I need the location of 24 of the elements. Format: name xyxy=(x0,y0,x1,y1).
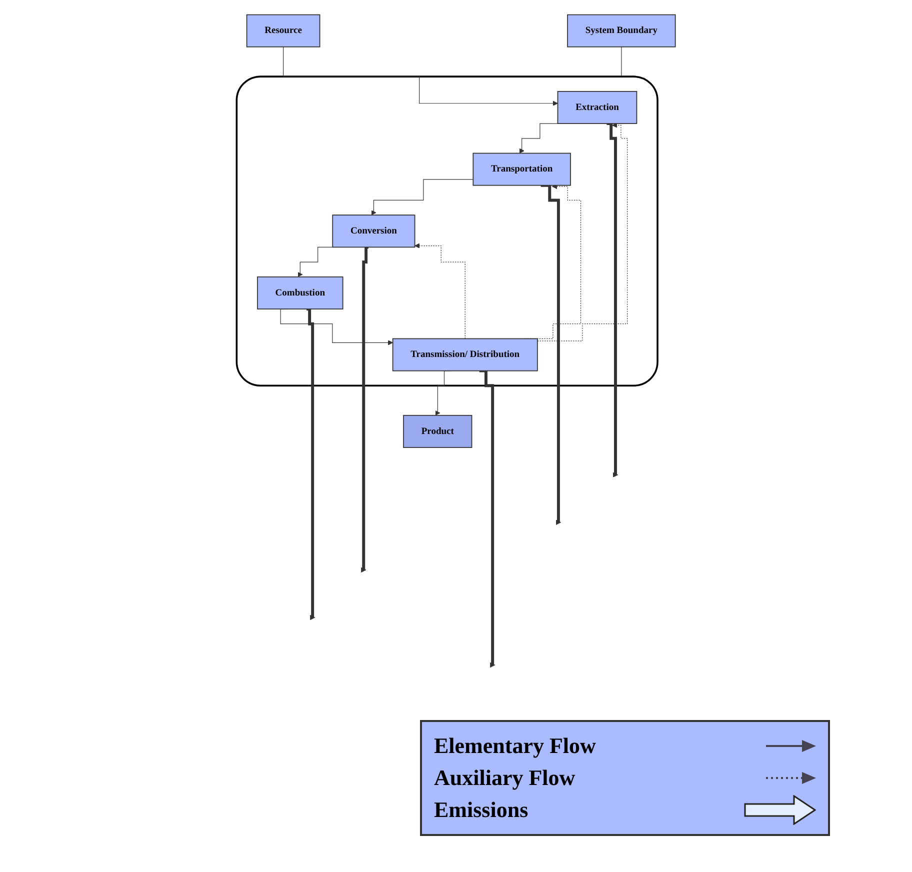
arrow xyxy=(280,308,394,346)
arrow xyxy=(414,243,466,339)
node-box: Product xyxy=(403,414,472,448)
arrow xyxy=(371,179,474,216)
node-box: System Boundary xyxy=(567,14,676,48)
arrow xyxy=(306,308,316,620)
arrow xyxy=(361,246,370,573)
node-box: Transmission/ Distribution xyxy=(392,338,538,372)
node-box: Resource xyxy=(246,14,320,48)
node-box: Conversion xyxy=(332,214,416,248)
arrow xyxy=(479,369,496,668)
node-box: Transportation xyxy=(472,152,571,186)
legend-text: Auxiliary Flow xyxy=(434,765,576,791)
arrow xyxy=(606,122,618,478)
legend-text: Emissions xyxy=(434,797,528,823)
arrow xyxy=(537,122,628,342)
arrow xyxy=(540,184,562,525)
legend-text: Elementary Flow xyxy=(434,733,596,759)
arrow xyxy=(519,123,558,154)
node-box: Combustion xyxy=(257,276,344,310)
connector xyxy=(621,46,622,77)
cluster xyxy=(236,76,658,387)
arrow xyxy=(283,46,558,106)
node-box: Extraction xyxy=(557,91,638,124)
